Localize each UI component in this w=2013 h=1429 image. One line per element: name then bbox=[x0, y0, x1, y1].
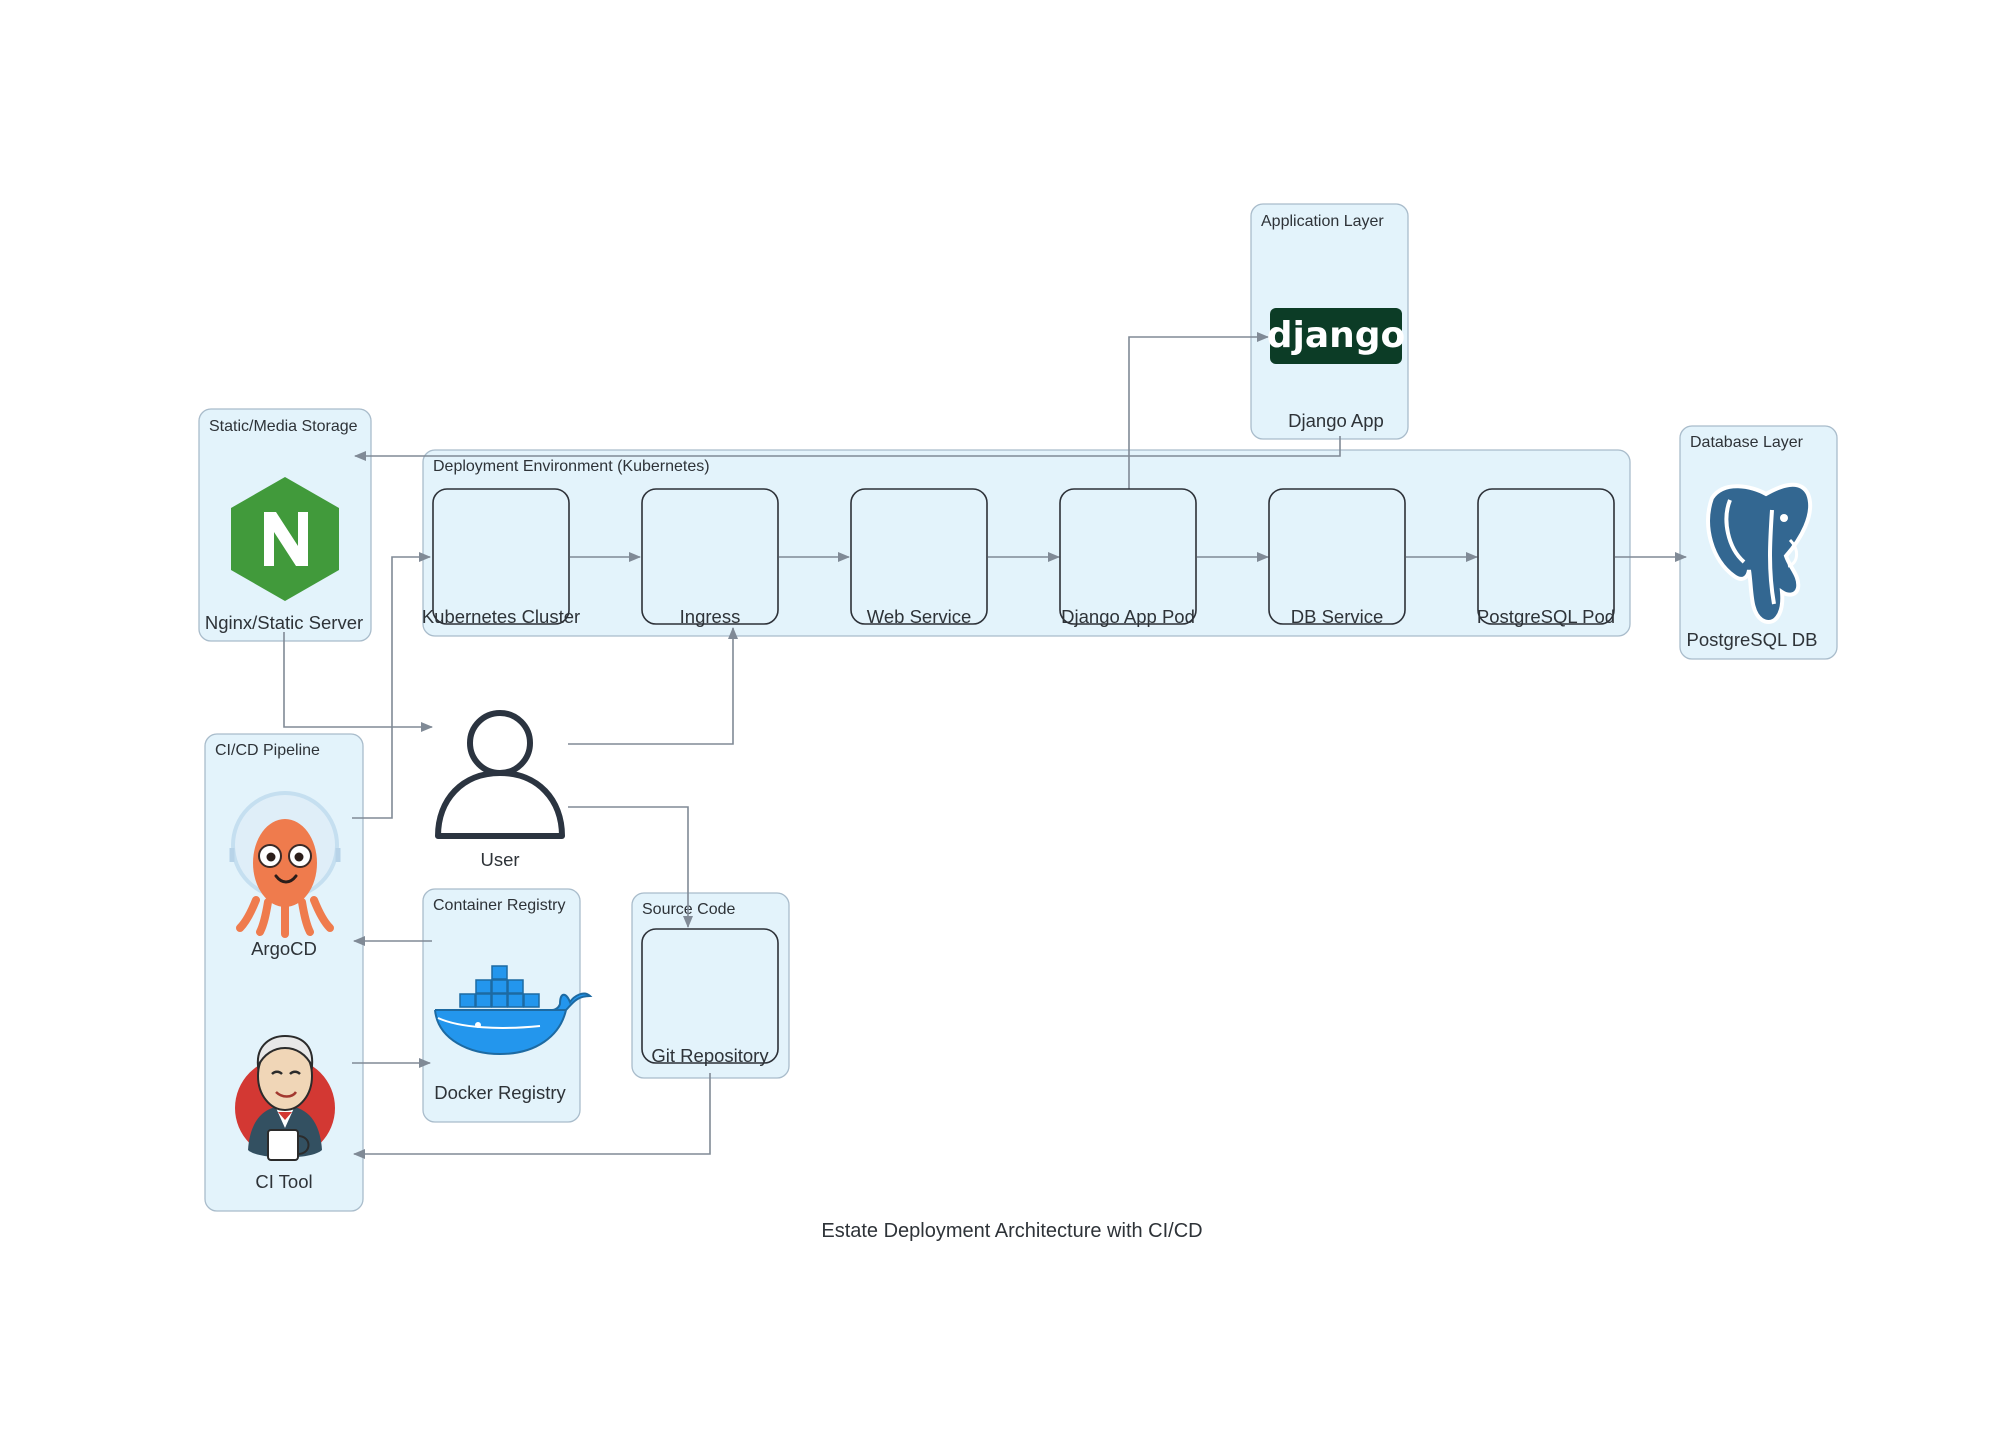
node-label-nginx: Nginx/Static Server bbox=[205, 612, 363, 633]
edge-git-to-ci bbox=[353, 1073, 711, 1159]
jenkins-logo bbox=[235, 1034, 335, 1161]
edge-nginx-to-user bbox=[283, 632, 433, 732]
node-label-user: User bbox=[480, 849, 519, 870]
node-kubernetes-cluster: Kubernetes Cluster bbox=[422, 488, 580, 627]
node-ci-tool: CI Tool bbox=[235, 1034, 335, 1192]
node-nginx: Nginx/Static Server bbox=[205, 477, 363, 633]
node-django-app-pod: Django App Pod bbox=[1059, 488, 1197, 627]
node-label-git-repository: Git Repository bbox=[651, 1045, 769, 1066]
node-web-service: Web Service bbox=[850, 488, 988, 627]
nginx-logo bbox=[231, 477, 339, 601]
node-ingress: Ingress bbox=[641, 488, 779, 627]
edge-pod-to-django bbox=[1128, 332, 1269, 490]
argocd-logo bbox=[229, 791, 341, 938]
edge-argocd-to-cluster bbox=[352, 552, 431, 819]
docker-logo bbox=[434, 965, 593, 1056]
node-label-db-service: DB Service bbox=[1291, 606, 1384, 627]
node-label-django-app: Django App bbox=[1288, 410, 1384, 431]
node-label-ci-tool: CI Tool bbox=[255, 1171, 312, 1192]
edge-django-to-nginx bbox=[354, 436, 1341, 461]
user-icon bbox=[435, 710, 565, 839]
django-logo-text: django bbox=[1267, 315, 1406, 356]
cluster-title-deployment-environment: Deployment Environment (Kubernetes) bbox=[433, 458, 710, 475]
node-django-app: django Django App bbox=[1267, 308, 1406, 431]
node-label-docker-registry: Docker Registry bbox=[434, 1082, 566, 1103]
edge-user-to-git bbox=[568, 806, 693, 928]
node-label-kubernetes-cluster: Kubernetes Cluster bbox=[422, 606, 580, 627]
edge-user-to-ingress bbox=[568, 627, 738, 745]
node-user: User bbox=[435, 710, 565, 870]
diagram-title: Estate Deployment Architecture with CI/C… bbox=[821, 1220, 1202, 1242]
cluster-title-container-registry: Container Registry bbox=[433, 897, 566, 914]
django-logo: django bbox=[1267, 308, 1406, 364]
cluster-deployment-environment: Deployment Environment (Kubernetes) bbox=[422, 449, 1631, 637]
cluster-title-application-layer: Application Layer bbox=[1261, 213, 1384, 230]
node-label-django-app-pod: Django App Pod bbox=[1061, 606, 1195, 627]
node-git-repository: Git Repository bbox=[641, 928, 779, 1066]
node-argocd: ArgoCD bbox=[229, 791, 341, 959]
node-docker-registry: Docker Registry bbox=[434, 965, 593, 1103]
node-db-service: DB Service bbox=[1268, 488, 1406, 627]
node-label-ingress: Ingress bbox=[680, 606, 741, 627]
node-label-postgresql-pod: PostgreSQL Pod bbox=[1477, 606, 1615, 627]
node-label-postgresql-db: PostgreSQL DB bbox=[1687, 629, 1818, 650]
edges bbox=[283, 332, 1687, 1159]
postgresql-logo bbox=[1706, 482, 1813, 624]
cluster-title-static-storage: Static/Media Storage bbox=[209, 418, 358, 435]
node-postgresql-pod: PostgreSQL Pod bbox=[1477, 488, 1615, 627]
node-label-argocd: ArgoCD bbox=[251, 938, 317, 959]
cluster-title-cicd-pipeline: CI/CD Pipeline bbox=[215, 742, 320, 759]
node-postgresql-db: PostgreSQL DB bbox=[1687, 482, 1818, 650]
cluster-title-database-layer: Database Layer bbox=[1690, 434, 1804, 451]
node-label-web-service: Web Service bbox=[867, 606, 972, 627]
